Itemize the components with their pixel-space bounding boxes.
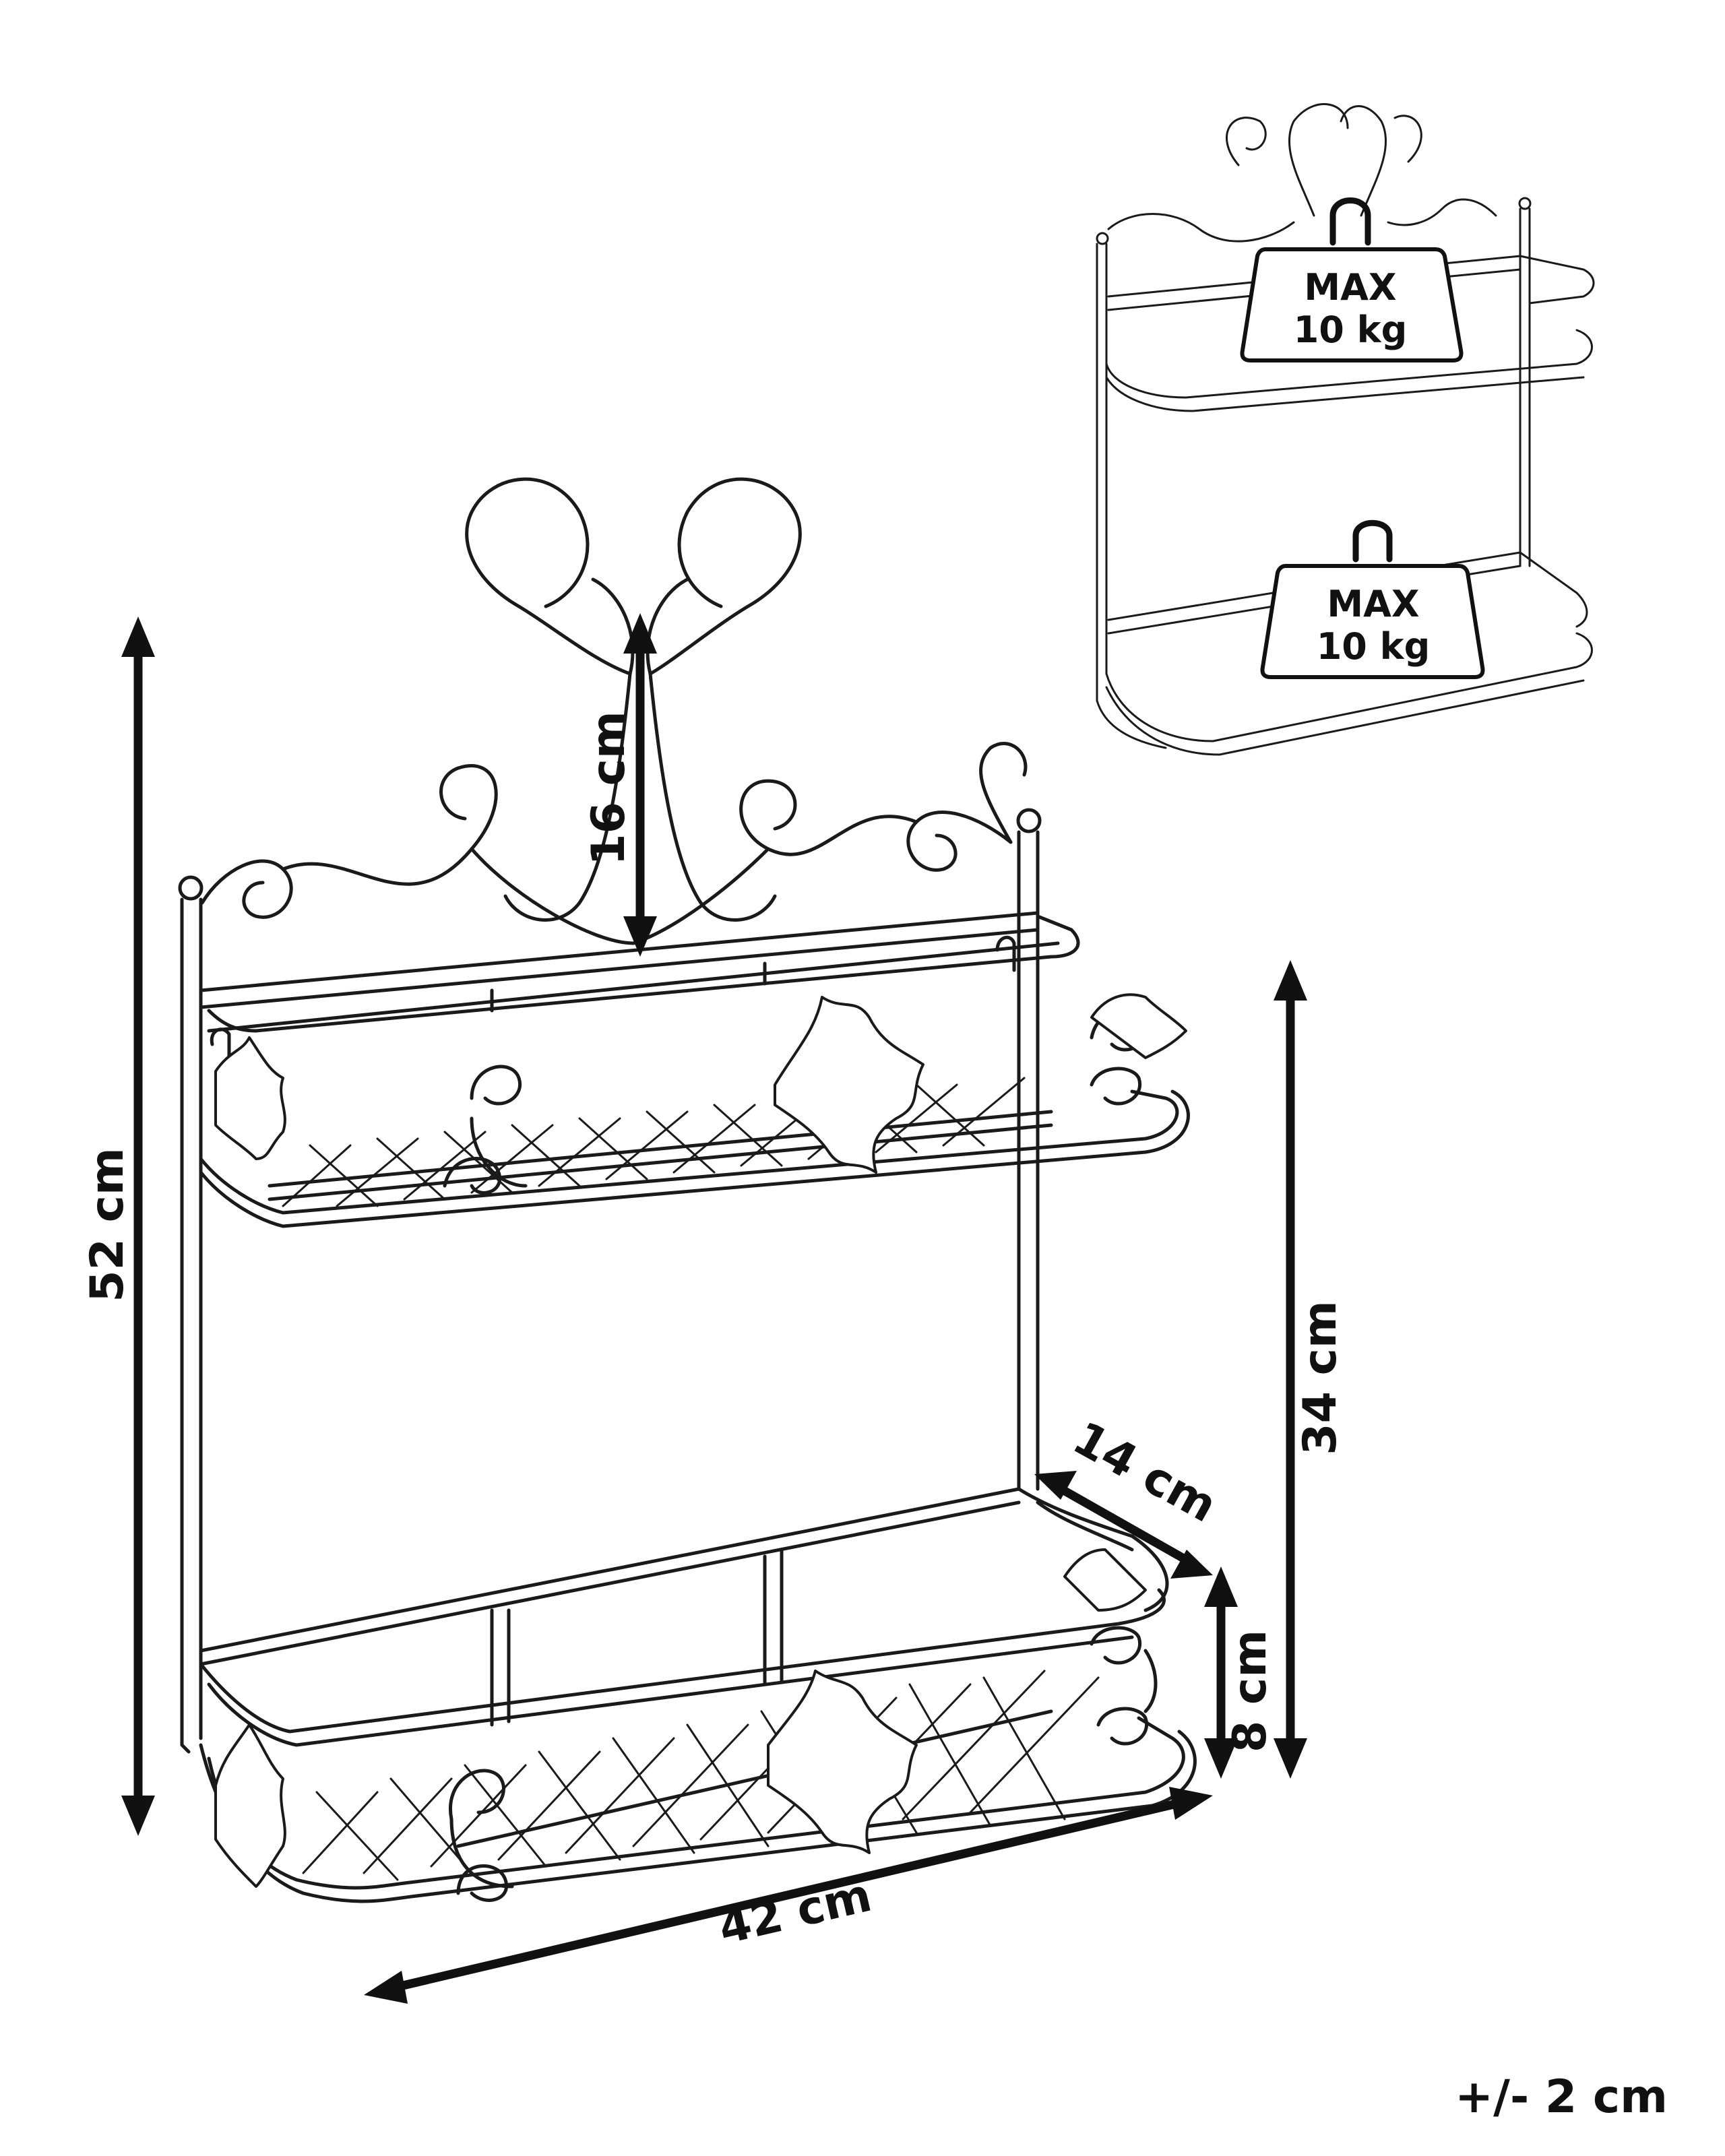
weight-badge-upper: MAX 10 kg — [1240, 197, 1464, 362]
lower-shelf — [199, 1487, 1197, 1903]
dimension-width-label: 42 cm — [714, 1869, 876, 1956]
dimension-frame-height: 34 cm — [1274, 960, 1347, 1779]
dimension-tray-height-label: 8 cm — [1224, 1630, 1277, 1752]
wall-rack-drawing — [178, 477, 1197, 1903]
dimension-frame-height-label: 34 cm — [1294, 1300, 1347, 1455]
weight-badge-lower: MAX 10 kg — [1260, 519, 1485, 679]
weight-badge-lower-line2: 10 kg — [1317, 625, 1431, 668]
dimension-crest-height-label: 16 cm — [582, 711, 635, 865]
dimension-total-height-label: 52 cm — [81, 1147, 134, 1302]
dimension-crest-height: 16 cm — [582, 613, 657, 957]
weight-badge-upper-line1: MAX — [1304, 266, 1396, 309]
upper-shelf — [199, 911, 1190, 1228]
weight-badge-upper-line2: 10 kg — [1294, 309, 1408, 351]
dimension-depth: 14 cm — [1034, 1412, 1225, 1579]
dimension-tray-height: 8 cm — [1204, 1566, 1277, 1779]
frame-posts — [178, 808, 1042, 1754]
crest-scroll — [200, 477, 1028, 945]
dimension-depth-label: 14 cm — [1064, 1412, 1225, 1533]
dimension-total-height: 52 cm — [81, 616, 155, 1836]
dimension-width: 42 cm — [364, 1787, 1213, 2004]
tolerance-note: +/- 2 cm — [1455, 2070, 1668, 2124]
weight-badge-lower-line1: MAX — [1327, 583, 1419, 625]
